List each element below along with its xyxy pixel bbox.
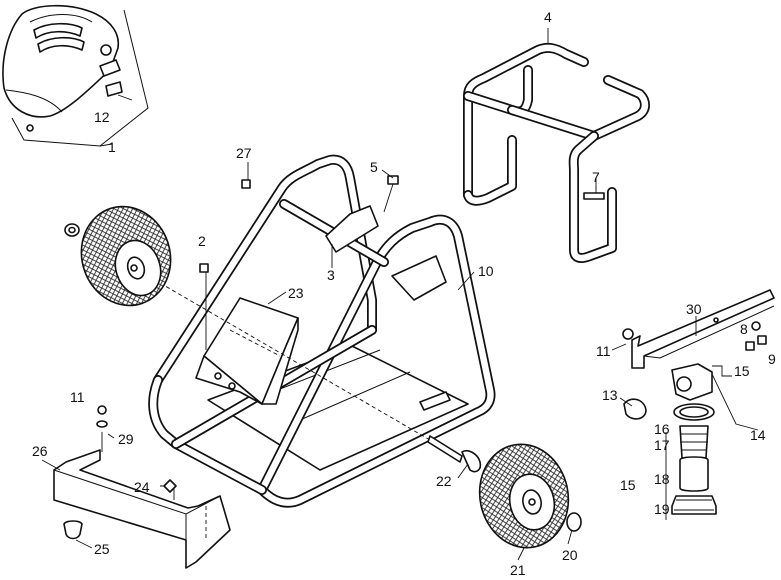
left-wheel-part: [64, 205, 172, 307]
callout-7: 7: [592, 169, 600, 185]
callout-15-bottom: 15: [620, 477, 636, 493]
callout-21: 21: [510, 562, 526, 578]
callout-16: 16: [654, 421, 670, 437]
callout-22: 22: [436, 473, 452, 489]
right-wheel-part: [478, 443, 582, 549]
callout-8: 8: [740, 321, 748, 337]
callout-25: 25: [94, 541, 110, 557]
callout-4: 4: [544, 9, 552, 25]
callout-26: 26: [32, 443, 48, 459]
callout-12: 12: [94, 109, 110, 125]
pump-filter-assembly: [623, 363, 759, 520]
callout-13: 13: [602, 387, 618, 403]
callout-18: 18: [654, 471, 670, 487]
callout-14: 14: [750, 427, 766, 443]
fasteners: [96, 175, 755, 493]
callout-19: 19: [654, 501, 670, 517]
main-frame-part: [148, 154, 496, 508]
callout-11-right: 11: [596, 343, 611, 359]
callout-2: 2: [198, 233, 206, 249]
callout-11-left: 11: [70, 389, 85, 405]
callout-15-top: 15: [734, 363, 750, 379]
callout-10: 10: [478, 263, 494, 279]
callout-9: 9: [768, 351, 776, 367]
callout-30: 30: [686, 301, 702, 317]
callout-29: 29: [118, 431, 134, 447]
leader-lines: [41, 28, 697, 561]
hood-cover-part: [2, 4, 149, 147]
callout-1: 1: [108, 139, 116, 155]
callout-5: 5: [370, 159, 378, 175]
callout-20: 20: [562, 547, 578, 563]
callout-labels: 1 2 3 4 5 7 8 9 10 11 11 12 13 14 15 15 …: [32, 9, 776, 578]
callout-23: 23: [288, 285, 304, 301]
pump-bracket-part: [622, 289, 775, 369]
push-handle-part: [463, 42, 650, 263]
callout-17: 17: [654, 437, 670, 453]
axle-part: [147, 275, 482, 473]
callout-24: 24: [134, 479, 150, 495]
callout-27: 27: [236, 145, 252, 161]
callout-3: 3: [327, 267, 335, 283]
foot-bracket-part: [53, 432, 231, 569]
motor-bracket-part: [195, 270, 299, 405]
